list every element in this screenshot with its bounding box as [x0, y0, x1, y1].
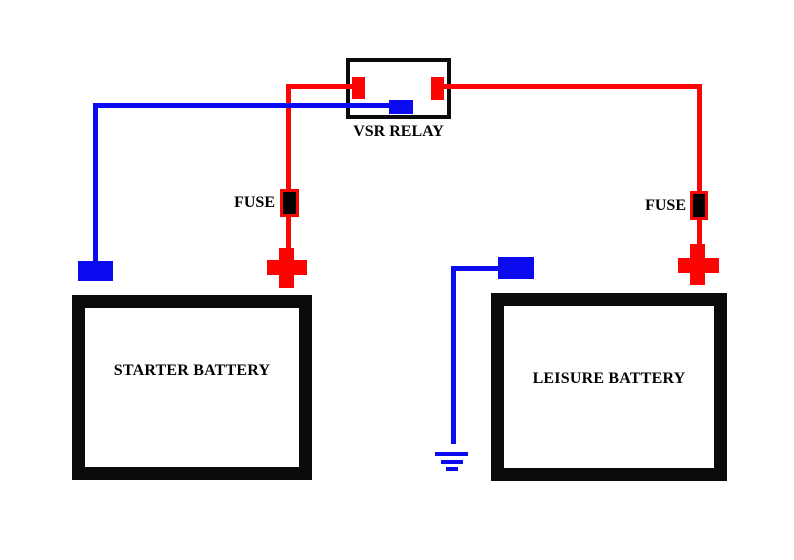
- starter-negative-wire-vertical: [93, 103, 98, 263]
- relay-terminal-positive-right: [431, 77, 444, 100]
- ground-bar-long: [435, 452, 468, 456]
- relay-terminal-positive-left: [352, 77, 365, 99]
- leisure-positive-wire-vertical: [697, 84, 702, 193]
- leisure-fuse-to-positive-wire: [697, 218, 702, 247]
- ground-bar-medium: [441, 460, 463, 464]
- starter-fuse-to-positive-wire: [286, 215, 291, 250]
- leisure-battery-label: LEISURE BATTERY: [532, 370, 686, 387]
- starter-positive-terminal-icon: [267, 248, 307, 288]
- leisure-negative-terminal: [498, 257, 534, 279]
- leisure-battery-box: LEISURE BATTERY: [491, 293, 727, 481]
- leisure-positive-terminal-icon: [678, 244, 719, 285]
- starter-battery-box: STARTER BATTERY: [72, 295, 312, 480]
- starter-negative-terminal: [78, 261, 113, 281]
- relay-terminal-negative: [389, 100, 413, 114]
- ground-bar-short: [446, 467, 458, 471]
- ground-wire-vertical: [451, 266, 456, 444]
- starter-battery-label: STARTER BATTERY: [113, 361, 271, 379]
- starter-negative-wire-horizontal: [93, 103, 391, 108]
- leisure-negative-wire-horizontal: [451, 266, 499, 271]
- starter-positive-wire-vertical: [286, 84, 291, 191]
- vsr-relay-label: VSR RELAY: [353, 123, 444, 140]
- leisure-fuse: [690, 191, 708, 220]
- leisure-positive-wire-horizontal: [444, 84, 702, 89]
- starter-fuse-label: FUSE: [234, 194, 275, 211]
- starter-positive-wire-horizontal: [286, 84, 356, 89]
- leisure-fuse-label: FUSE: [645, 197, 686, 214]
- starter-fuse: [280, 189, 299, 217]
- cross-horizontal-bar: [678, 258, 719, 273]
- cross-horizontal-bar: [267, 260, 307, 275]
